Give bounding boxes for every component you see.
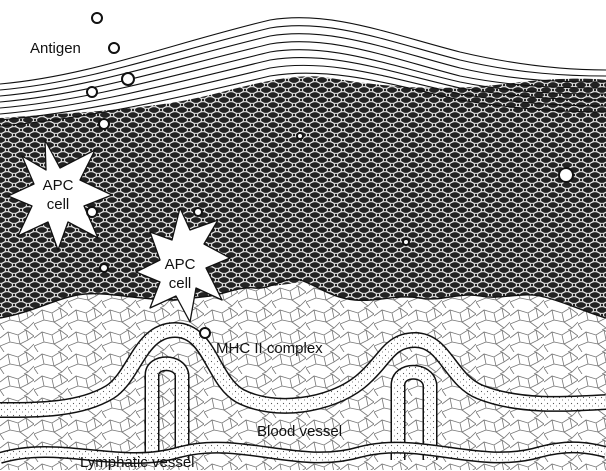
- antigen-particle: [100, 264, 108, 272]
- antigen-particle: [99, 119, 109, 129]
- blood-vessel-label: Blood vessel: [257, 424, 342, 439]
- mhc-complex-label: MHC II complex: [216, 341, 323, 356]
- antigen-particle: [194, 208, 202, 216]
- apc-cell-label-1-text: APC cell: [38, 176, 78, 214]
- apc-cell-label-2: APC cell: [160, 255, 200, 293]
- antigen-particle: [122, 73, 134, 85]
- antigen-particle: [559, 168, 573, 182]
- antigen-particle: [297, 133, 303, 139]
- antigen-particle: [92, 13, 102, 23]
- apc-cell-label-2-text: APC cell: [160, 255, 200, 293]
- antigen-particle: [109, 43, 119, 53]
- antigen-particle: [403, 239, 409, 245]
- antigen-label: Antigen: [30, 41, 81, 56]
- apc-cell-label-1: APC cell: [38, 176, 78, 214]
- mhc-ii-complex: [200, 328, 210, 338]
- antigen-particle: [87, 207, 97, 217]
- lymphatic-vessel-label: Lymphatic vessel: [80, 455, 195, 470]
- antigen-particle: [87, 87, 97, 97]
